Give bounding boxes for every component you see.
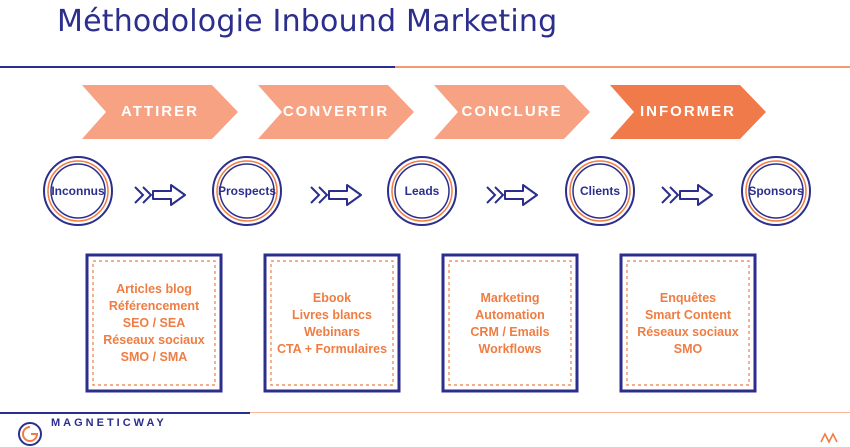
node-label: Clients [579, 184, 620, 198]
stage-label: INFORMER [640, 103, 736, 120]
box-frame [619, 253, 757, 393]
magneticway-logo: MAGNETICWAY [17, 417, 237, 447]
box-attirer: Articles blog Référencement SEO / SEA Ré… [84, 252, 224, 394]
box-item: Articles blog [116, 282, 192, 296]
box-informer: Enquêtes Smart Content Réseaux sociaux S… [618, 252, 758, 394]
box-items: Articles blog Référencement SEO / SEA Ré… [84, 281, 224, 366]
bottom-divider-blue [0, 412, 250, 414]
box-item: Automation [475, 308, 545, 322]
box-item: Ebook [312, 291, 352, 305]
top-divider-blue [0, 66, 395, 68]
box-item: SMO / SMA [120, 350, 188, 364]
box-items: Marketing Automation CRM / Emails Workfl… [440, 290, 580, 358]
node-prospects: Prospects [211, 155, 283, 227]
stage-label: CONCLURE [461, 103, 563, 120]
stage-attirer: ATTIRER [82, 85, 238, 139]
stage-convertir: CONVERTIR [258, 85, 414, 139]
node-label: Inconnus [51, 184, 105, 198]
box-item: Webinars [303, 325, 361, 339]
box-item: Marketing [480, 291, 540, 305]
box-frame [85, 253, 223, 393]
node-leads: Leads [386, 155, 458, 227]
node-label: Leads [404, 184, 440, 198]
circle-icon [565, 156, 635, 226]
box-frame [441, 253, 579, 393]
bottom-divider-orange [250, 412, 850, 413]
box-item: Livres blancs [292, 308, 372, 322]
box-item: SEO / SEA [122, 316, 186, 330]
chevron-shape [258, 85, 414, 139]
stage-informer: INFORMER [610, 85, 766, 139]
node-label: Prospects [217, 184, 277, 198]
box-item: Réseaux sociaux [637, 325, 739, 339]
page-title: Méthodologie Inbound Marketing [57, 4, 558, 39]
magneticway-logo-icon [18, 422, 42, 446]
circle-icon [43, 156, 113, 226]
circle-icon [212, 156, 282, 226]
chevron-shape [82, 85, 238, 139]
box-items: Ebook Livres blancs Webinars CTA + Formu… [262, 290, 402, 358]
box-conclure: Marketing Automation CRM / Emails Workfl… [440, 252, 580, 394]
double-chevron-arrow-icon [134, 184, 186, 206]
bottom-divider [0, 412, 850, 414]
brand-name: MAGNETICWAY [51, 417, 167, 429]
chevron-shape [610, 85, 766, 139]
top-divider-orange [395, 66, 850, 68]
circle-icon [387, 156, 457, 226]
box-items: Enquêtes Smart Content Réseaux sociaux S… [618, 290, 758, 358]
box-frame [263, 253, 401, 393]
stage-label: CONVERTIR [282, 103, 390, 120]
box-item: Enquêtes [659, 291, 717, 305]
node-inconnus: Inconnus [42, 155, 114, 227]
box-item: Smart Content [644, 308, 732, 322]
stage-label: ATTIRER [121, 103, 199, 120]
box-item: CTA + Formulaires [276, 342, 388, 356]
circle-icon [741, 156, 811, 226]
box-item: Réseaux sociaux [103, 333, 205, 347]
chevron-shape [434, 85, 590, 139]
double-chevron-arrow-icon [486, 184, 538, 206]
box-convertir: Ebook Livres blancs Webinars CTA + Formu… [262, 252, 402, 394]
box-item: SMO [673, 342, 703, 356]
node-label: Sponsors [748, 184, 804, 198]
node-sponsors: Sponsors [740, 155, 812, 227]
corner-logo-icon [820, 432, 838, 444]
box-item: Workflows [478, 342, 542, 356]
stage-conclure: CONCLURE [434, 85, 590, 139]
box-item: CRM / Emails [470, 325, 550, 339]
double-chevron-arrow-icon [310, 184, 362, 206]
double-chevron-arrow-icon [661, 184, 713, 206]
box-item: Référencement [108, 299, 200, 313]
node-clients: Clients [564, 155, 636, 227]
top-divider [0, 66, 850, 68]
